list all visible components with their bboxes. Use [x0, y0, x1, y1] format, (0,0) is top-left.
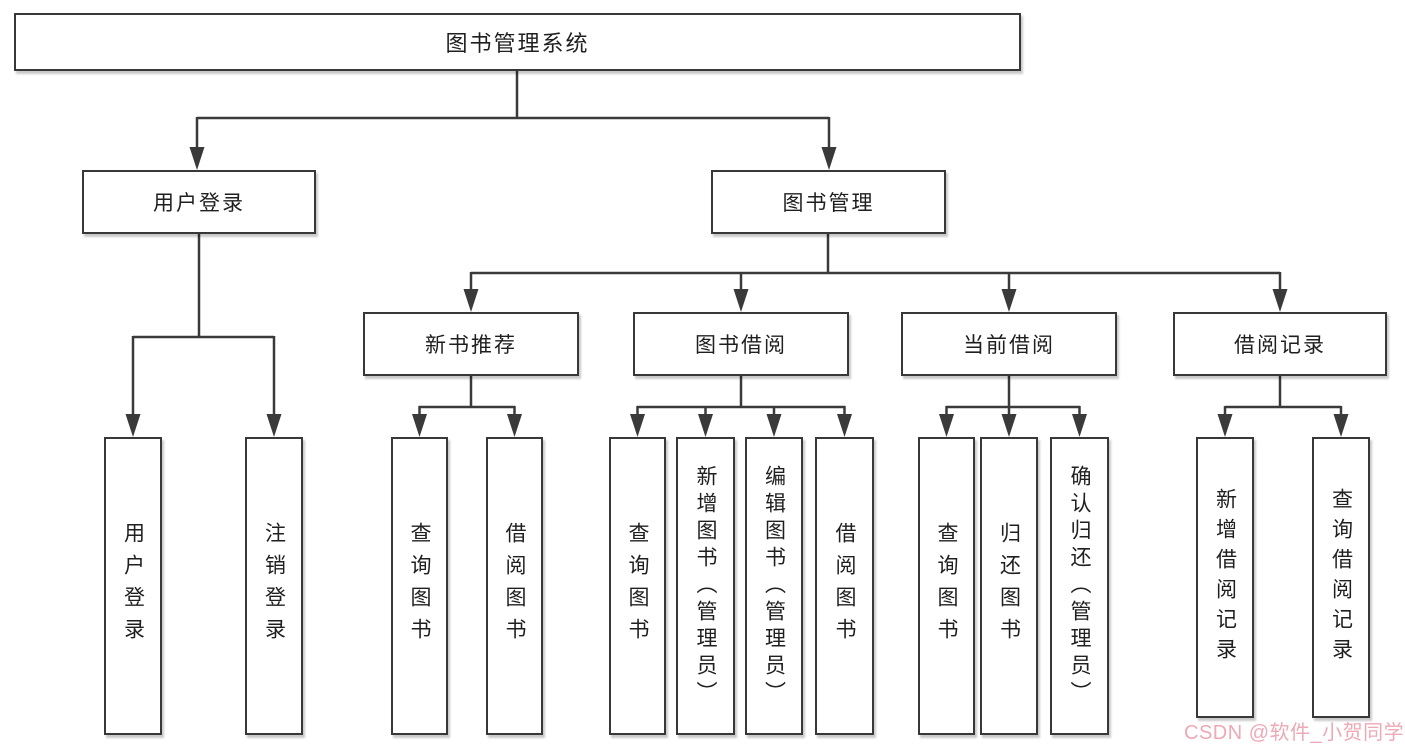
- node-current-borrow: 当前借阅: [901, 312, 1117, 376]
- leaf-user-login: 用户登录: [104, 437, 162, 735]
- node-new-book-recommend: 新书推荐: [363, 312, 579, 376]
- leaf-return-book: 归还图书: [980, 437, 1038, 735]
- leaf-add-book-admin: 新增图书（管理员）: [676, 437, 735, 735]
- node-label: 用户登录: [121, 522, 145, 650]
- leaf-edit-book-admin: 编辑图书（管理员）: [745, 437, 803, 735]
- node-user-login: 用户登录: [82, 170, 316, 234]
- node-label: 编辑图书（管理员）: [762, 464, 786, 708]
- node-label: 借阅图书: [503, 522, 526, 650]
- node-label: 查询借阅记录: [1329, 487, 1353, 668]
- node-label: 查询图书: [408, 522, 431, 650]
- node-label: 图书管理系统: [445, 31, 590, 56]
- node-label: 新书推荐: [425, 334, 517, 357]
- leaf-logout: 注销登录: [245, 437, 303, 735]
- node-borrow-records: 借阅记录: [1173, 312, 1387, 376]
- node-book-borrow: 图书借阅: [633, 312, 849, 376]
- node-label: 确认归还（管理员）: [1068, 464, 1091, 708]
- node-root-library-system: 图书管理系统: [14, 13, 1021, 71]
- leaf-query-book-borrow: 查询图书: [609, 437, 666, 735]
- node-label: 查询图书: [935, 522, 958, 650]
- node-label: 图书借阅: [695, 334, 787, 357]
- leaf-confirm-return-admin: 确认归还（管理员）: [1050, 437, 1109, 735]
- node-label: 图书管理: [782, 192, 875, 215]
- node-book-management: 图书管理: [711, 170, 946, 234]
- node-label: 查询图书: [626, 522, 649, 650]
- leaf-borrow-book-recommend: 借阅图书: [486, 437, 543, 735]
- csdn-watermark: CSDN @软件_小贺同学: [1184, 722, 1405, 744]
- node-label: 借阅记录: [1234, 334, 1326, 357]
- node-label: 注销登录: [262, 522, 286, 650]
- node-label: 当前借阅: [963, 334, 1055, 357]
- node-label: 新增借阅记录: [1213, 487, 1237, 668]
- node-label: 新增图书（管理员）: [694, 464, 717, 708]
- leaf-query-book-current: 查询图书: [918, 437, 975, 735]
- node-label: 用户登录: [153, 192, 245, 215]
- leaf-borrow-book: 借阅图书: [815, 437, 874, 735]
- node-label: 借阅图书: [833, 522, 856, 650]
- leaf-add-borrow-record: 新增借阅记录: [1196, 437, 1254, 718]
- node-label: 归还图书: [997, 522, 1021, 650]
- leaf-query-borrow-record: 查询借阅记录: [1312, 437, 1370, 718]
- leaf-query-book-recommend: 查询图书: [391, 437, 448, 735]
